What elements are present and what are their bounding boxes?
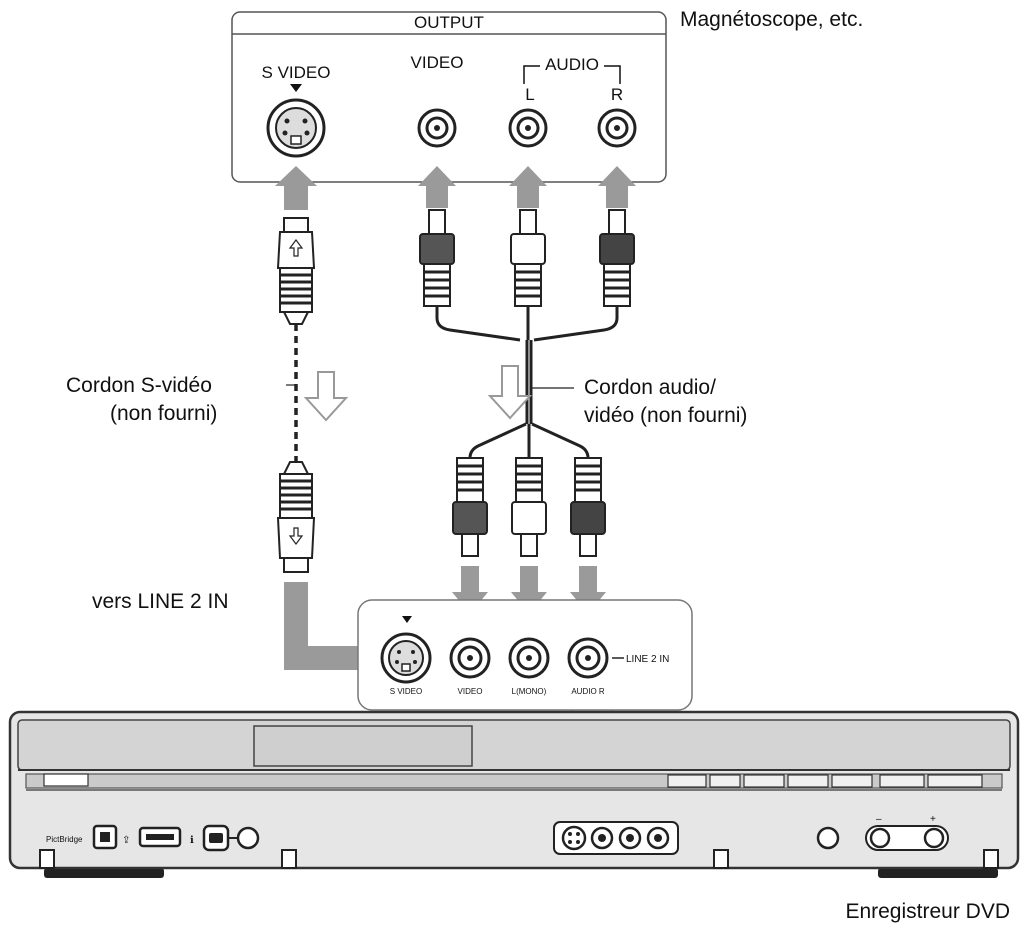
- arrow-up-icon: [288, 239, 304, 257]
- audio-right-label: R: [611, 85, 623, 104]
- audio-bracket-right: [604, 65, 621, 84]
- source-audio-right-jack: [597, 108, 637, 148]
- av-cable: [419, 209, 635, 557]
- av-plug-bottom-audio-left: [511, 457, 547, 557]
- recorder-video-jack: [449, 637, 491, 679]
- s-video-cord-label-line2: (non fourni): [110, 402, 217, 425]
- triangle-mark-icon: [290, 84, 302, 92]
- av-plug-bottom-video: [452, 457, 488, 557]
- front-line2-in-strip: [553, 821, 679, 855]
- audio-bracket-left: [523, 65, 540, 84]
- round-port-icon: [236, 826, 260, 850]
- source-output-panel: OUTPUT S VIDEO VIDEO AUDIO L R: [231, 11, 667, 183]
- audio-group-label: AUDIO: [545, 55, 599, 74]
- arrow-up-icon: [418, 166, 456, 208]
- recorder-l-mono-label: L(MONO): [512, 687, 547, 696]
- source-video-jack: [417, 108, 457, 148]
- recorder-audio-r-label: AUDIO R: [571, 687, 605, 696]
- arrow-up-icon: [509, 166, 547, 208]
- dv-symbol-icon: ℹ: [190, 835, 194, 846]
- arrows-to-source: [275, 166, 636, 210]
- arrow-down-icon: [288, 527, 304, 545]
- av-plug-bottom-audio-right: [570, 457, 606, 557]
- output-panel-title: OUTPUT: [414, 13, 484, 32]
- line2-in-connection-label: vers LINE 2 IN: [92, 590, 229, 613]
- dvd-recorder-front: PictBridge ⇪ ℹ –: [8, 710, 1020, 878]
- signal-flow-arrow-icon: [303, 371, 349, 422]
- usb-symbol-icon: ⇪: [122, 835, 130, 846]
- av-plug-top-audio-left: [510, 209, 546, 307]
- recorder-line2-panel: LINE 2 IN S VIDEO VIDEO L(MONO) AUDIO R: [357, 599, 693, 823]
- arrow-up-icon: [275, 166, 317, 210]
- source-s-video-jack: [266, 98, 326, 158]
- arrow-up-icon: [598, 166, 636, 208]
- pictbridge-port-label: PictBridge: [46, 835, 83, 844]
- av-cord-label-line1: Cordon audio/: [584, 376, 716, 399]
- s-video-cable: [276, 217, 316, 573]
- plus-mark-icon: +: [930, 814, 936, 825]
- av-plug-top-audio-right: [599, 209, 635, 307]
- source-device-label: Magnétoscope, etc.: [680, 8, 863, 31]
- line2-in-group-label: LINE 2 IN: [626, 654, 669, 665]
- triangle-mark-icon: [402, 616, 412, 623]
- audio-left-label: L: [525, 85, 534, 104]
- av-plug-top-video: [419, 209, 455, 307]
- recorder-video-label: VIDEO: [458, 687, 483, 696]
- recorder-audio-right-jack: [567, 637, 609, 679]
- target-device-label: Enregistreur DVD: [845, 900, 1010, 923]
- video-jack-label: VIDEO: [411, 53, 464, 72]
- recorder-s-video-label: S VIDEO: [390, 687, 422, 696]
- recorder-audio-left-jack: [508, 637, 550, 679]
- headphone-jack-icon: [816, 826, 840, 850]
- source-audio-left-jack: [508, 108, 548, 148]
- recorder-s-video-jack: [380, 632, 432, 684]
- s-video-jack-label: S VIDEO: [262, 63, 331, 82]
- s-video-cord-label-line1: Cordon S-vidéo: [66, 374, 212, 397]
- signal-flow-arrow-icon: [487, 365, 533, 420]
- minus-mark-icon: –: [876, 814, 882, 825]
- av-cord-label-line2: vidéo (non fourni): [584, 404, 747, 427]
